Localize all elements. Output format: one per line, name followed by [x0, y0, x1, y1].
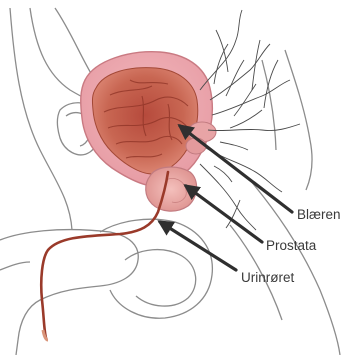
bladder-label: Blæren: [297, 207, 341, 222]
urethra-arrow: [160, 222, 236, 270]
urethra-label: Urinrøret: [241, 270, 294, 285]
nerve-network: [200, 10, 300, 230]
prostate-arrow: [186, 186, 262, 242]
bladder: [81, 52, 213, 187]
prostate-label: Prostata: [266, 238, 317, 253]
